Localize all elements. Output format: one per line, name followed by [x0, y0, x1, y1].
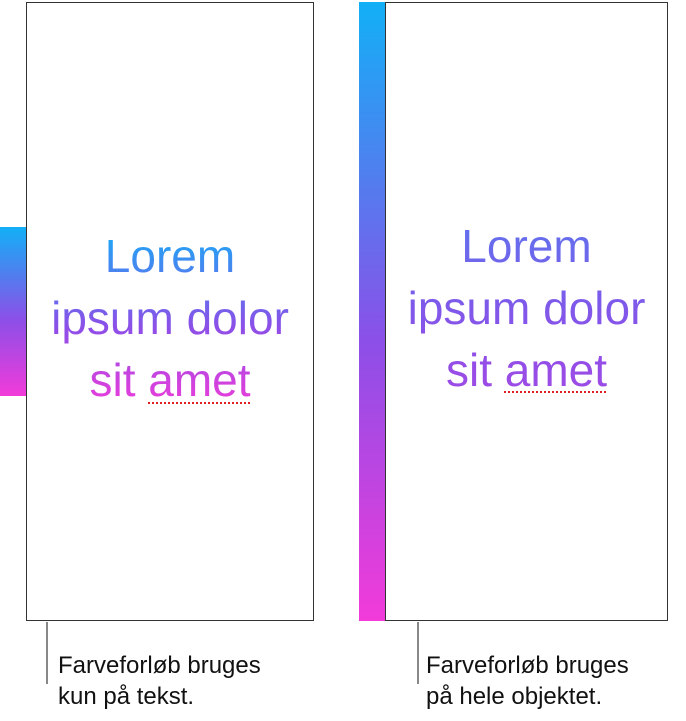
left-text-box: Lorem ipsum dolor sit amet: [26, 2, 314, 621]
right-callout-line: [417, 622, 419, 684]
text-gradient-indicator: [0, 227, 27, 396]
caption-line: kun på tekst.: [58, 683, 195, 710]
right-caption: Farveforløb bruges på hele objektet.: [426, 650, 629, 712]
caption-line: Farveforløb bruges: [426, 652, 629, 679]
misspelled-word: amet: [504, 343, 608, 396]
caption-line: på hele objektet.: [426, 683, 603, 710]
text-line: ipsum dolor: [407, 281, 646, 334]
right-gradient-text: Lorem ipsum dolor sit amet: [386, 3, 667, 620]
object-gradient-indicator: [359, 2, 386, 621]
left-caption: Farveforløb bruges kun på tekst.: [58, 650, 261, 712]
text-line: sit: [89, 354, 136, 406]
text-line: Lorem: [461, 219, 592, 272]
left-callout-line: [46, 622, 48, 684]
left-gradient-text: Lorem ipsum dolor sit amet: [27, 225, 313, 411]
right-text-box: Lorem ipsum dolor sit amet: [385, 2, 668, 621]
caption-line: Farveforløb bruges: [58, 652, 261, 679]
text-line: ipsum dolor: [51, 292, 289, 344]
text-line: Lorem: [104, 230, 236, 282]
misspelled-word: amet: [148, 354, 251, 406]
text-line: sit: [445, 343, 492, 396]
